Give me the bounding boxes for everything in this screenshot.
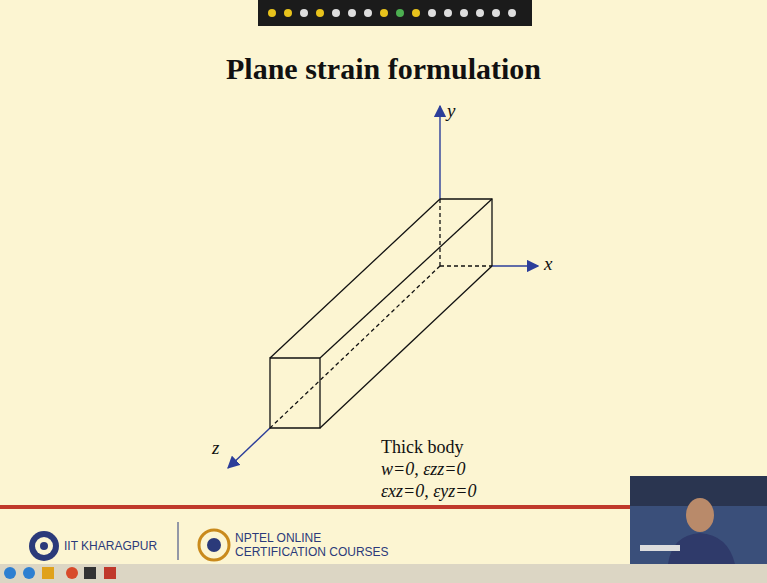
course-banner: CERTIFICATION COURSES: [235, 545, 389, 559]
body-note: Thick body: [381, 437, 464, 458]
institute-name: IIT KHARAGPUR: [64, 539, 157, 553]
toolbar-icons: [268, 9, 516, 17]
course-banner: NPTEL ONLINE: [235, 531, 321, 545]
iit-logo: [29, 531, 59, 561]
slide-title: Plane strain formulation: [0, 52, 767, 86]
thick-body-prism: [270, 199, 492, 428]
axis-label: y: [447, 100, 455, 122]
taskbar: [0, 564, 767, 583]
footer-divider: [178, 522, 179, 560]
toolbar: [258, 0, 532, 26]
condition-note: εxz=0, εyz=0: [381, 481, 476, 502]
nptel-logo: [199, 530, 229, 560]
condition-note: w=0, εzz=0: [381, 459, 465, 480]
taskbar-icons: [4, 567, 116, 579]
axis-label: x: [544, 253, 552, 275]
coordinate-axes: [228, 106, 538, 468]
presenter-video: [630, 476, 767, 564]
axis-label: z: [212, 437, 219, 459]
